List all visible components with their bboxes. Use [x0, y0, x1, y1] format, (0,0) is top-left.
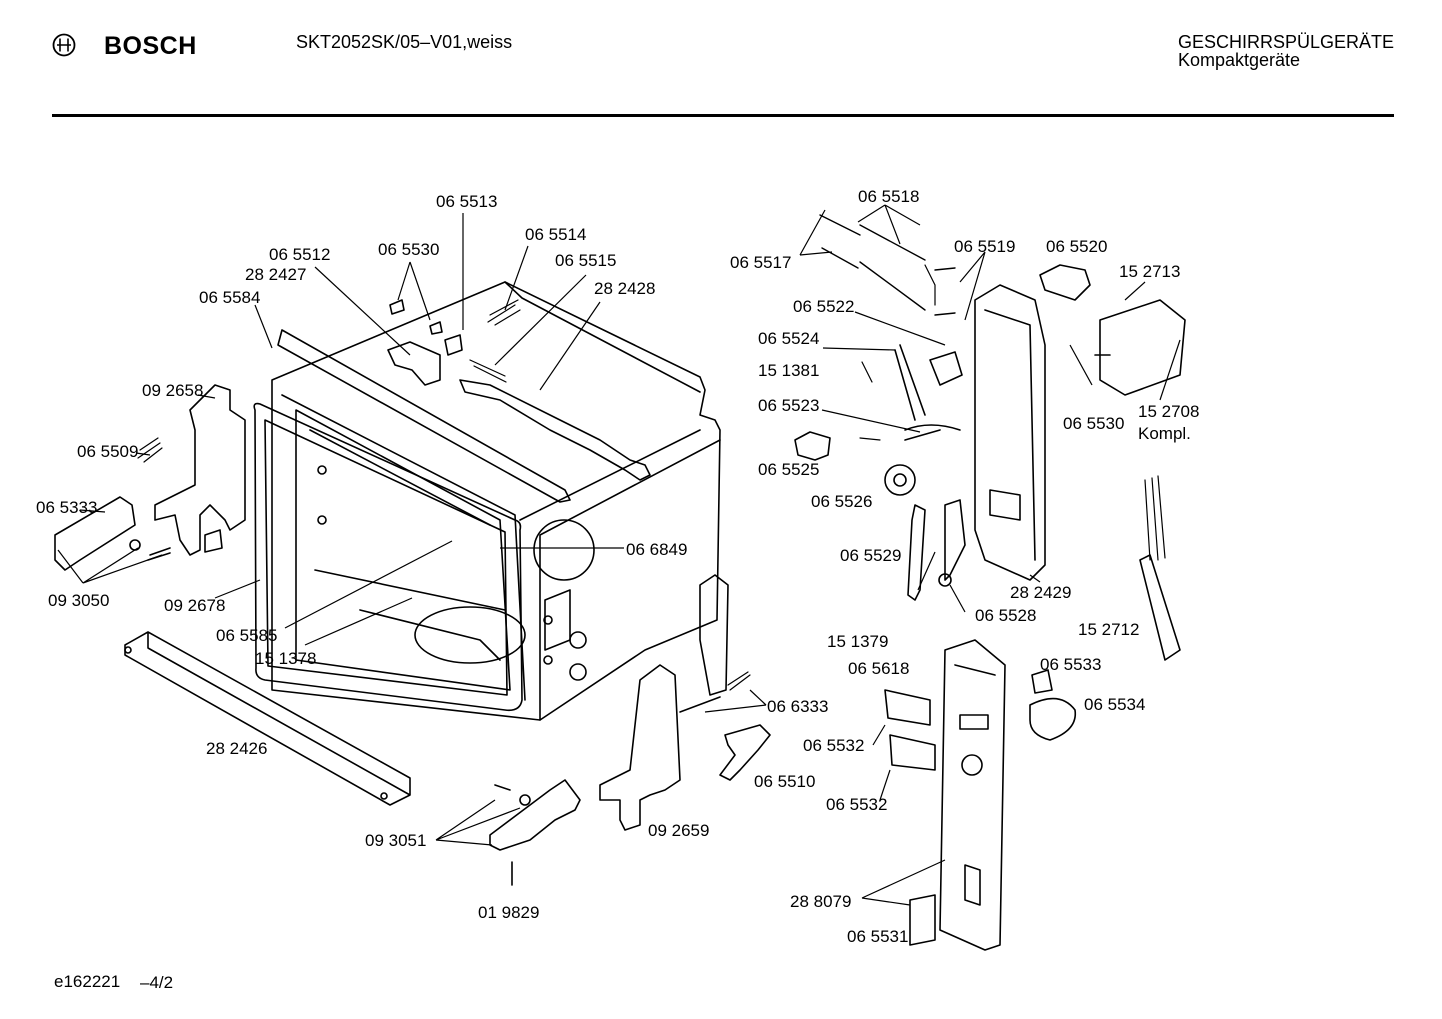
part-label: 15 1379: [827, 632, 888, 651]
part-label: 06 5522: [793, 297, 854, 316]
part-label: 06 5512: [269, 245, 330, 264]
part-label: 01 9829: [478, 903, 539, 922]
switch-housing-drawing: [974, 284, 1046, 581]
control-panel-drawing: [939, 639, 1006, 951]
part-label: Kompl.: [1138, 424, 1191, 443]
part-label: 06 5533: [1040, 655, 1101, 674]
part-label: 06 5530: [1063, 414, 1124, 433]
part-label: 15 2712: [1078, 620, 1139, 639]
right-bracket-drawing: [599, 664, 681, 831]
lower-right-hinge-drawing: [489, 779, 581, 851]
part-label: 06 5518: [858, 187, 919, 206]
part-label: 28 8079: [790, 892, 851, 911]
door-seal-drawing: [253, 402, 523, 712]
dishwasher-tub-drawing: [271, 281, 721, 721]
lower-left-hinge-drawing: [54, 496, 136, 571]
part-label: 06 5530: [378, 240, 439, 259]
part-label: 09 3050: [48, 591, 109, 610]
part-label: 06 5585: [216, 626, 277, 645]
subcategory-title: Kompaktgeräte: [1178, 50, 1301, 70]
model-number: SKT2052SK/05–V01,weiss: [296, 32, 513, 52]
part-label: 15 1378: [255, 649, 316, 668]
part-label: 09 3051: [365, 831, 426, 850]
part-label: 06 5517: [730, 253, 791, 272]
part-label: 06 5584: [199, 288, 260, 307]
timer-module-drawing: [1099, 299, 1186, 396]
part-label: 09 2658: [142, 381, 203, 400]
left-bracket-drawing: [154, 384, 246, 556]
part-label: 06 6333: [767, 697, 828, 716]
part-label: 06 5514: [525, 225, 586, 244]
category-title: GESCHIRRSPÜLGERÄTE: [1178, 32, 1395, 52]
part-label: 06 5534: [1084, 695, 1145, 714]
part-label: 06 5509: [77, 442, 138, 461]
page-number: –4/2: [140, 973, 174, 992]
part-label: 15 1381: [758, 361, 819, 380]
part-label: 15 2713: [1119, 262, 1180, 281]
part-label: 06 5519: [954, 237, 1015, 256]
part-label: 28 2427: [245, 265, 306, 284]
part-label: 09 2678: [164, 596, 225, 615]
clip-drawing: [387, 341, 441, 386]
part-label: 06 5333: [36, 498, 97, 517]
document-id: e162221: [54, 972, 121, 991]
part-label: 06 5526: [811, 492, 872, 511]
brand-name: BOSCH: [104, 32, 197, 60]
part-label: 06 5513: [436, 192, 497, 211]
part-label: 06 5525: [758, 460, 819, 479]
bottom-bar-drawing: [124, 631, 411, 806]
part-label: 09 2659: [648, 821, 709, 840]
part-label: 28 2426: [206, 739, 267, 758]
part-label: 06 5532: [803, 736, 864, 755]
header-divider: [52, 114, 1394, 117]
part-labels: 06 5513 06 5530 06 5514 06 5512 06 5515 …: [36, 187, 1199, 946]
top-rail-drawing: [277, 329, 571, 503]
bosch-logo-icon: [52, 33, 76, 57]
part-label: 28 2429: [1010, 583, 1071, 602]
part-label: 28 2428: [594, 279, 655, 298]
part-label: 06 5515: [555, 251, 616, 270]
part-label: 15 2708: [1138, 402, 1199, 421]
part-label: 06 5532: [826, 795, 887, 814]
part-label: 06 5510: [754, 772, 815, 791]
part-label: 06 5529: [840, 546, 901, 565]
part-label: 06 5618: [848, 659, 909, 678]
guide-rail-drawing: [459, 379, 651, 481]
part-label: 06 5531: [847, 927, 908, 946]
part-label: 06 6849: [626, 540, 687, 559]
part-label: 06 5528: [975, 606, 1036, 625]
part-label: 06 5523: [758, 396, 819, 415]
part-label: 06 5520: [1046, 237, 1107, 256]
part-label: 06 5524: [758, 329, 819, 348]
